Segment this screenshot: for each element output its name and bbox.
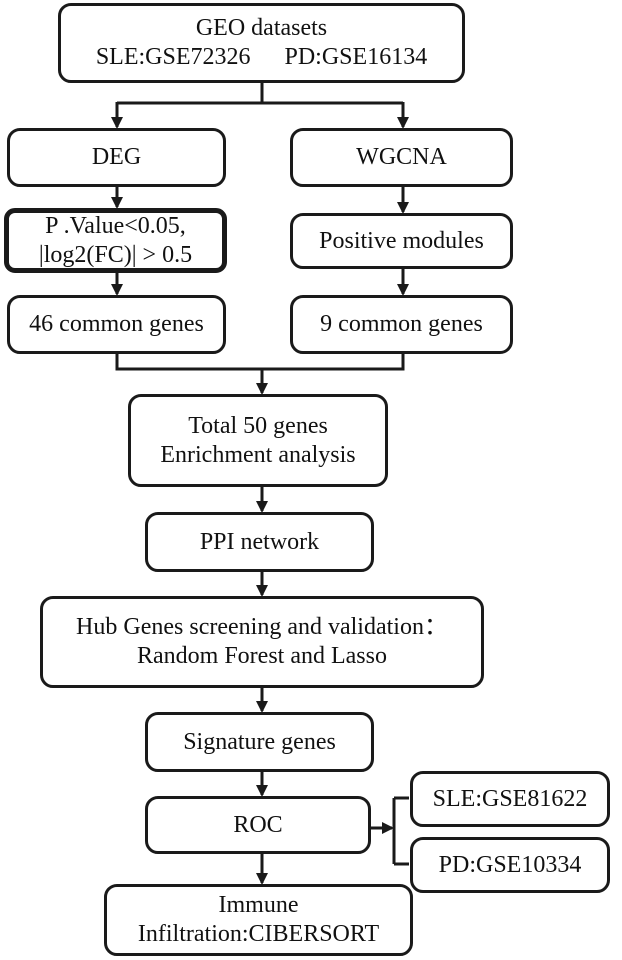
signature-genes-label: Signature genes [183, 728, 336, 755]
total-genes-label: Total 50 genes [188, 412, 328, 439]
geo-title: GEO datasets [195, 15, 328, 41]
deg-filter-pvalue: P .Value<0.05, [45, 212, 186, 239]
wgcna-box: WGCNA [290, 128, 513, 187]
ppi-network-label: PPI network [199, 528, 320, 555]
cibersort-label: Infiltration:CIBERSORT [137, 921, 380, 947]
positive-modules-box: Positive modules [290, 213, 513, 269]
validation-pd-box: PD:GSE10334 [410, 837, 610, 893]
positive-modules-label: Positive modules [319, 227, 484, 254]
signature-genes-box: Signature genes [145, 712, 374, 772]
deg-filter-logfc: |log2(FC)| > 0.5 [38, 241, 193, 268]
ppi-network-box: PPI network [145, 512, 374, 572]
connector-geo-split [117, 80, 403, 105]
geo-sle-dataset: SLE:GSE72326 [95, 44, 251, 70]
deg-box: DEG [7, 128, 226, 187]
wgcna-label: WGCNA [356, 144, 447, 170]
geo-dataset-ids: SLE:GSE72326 PD:GSE16134 [96, 43, 427, 72]
common-genes-deg-label: 46 common genes [29, 311, 204, 337]
hub-genes-label: Hub Genes screening and validation： [76, 614, 448, 640]
deg-filter-box: P .Value<0.05, |log2(FC)| > 0.5 [4, 208, 227, 273]
geo-pd-dataset: PD:GSE16134 [284, 44, 428, 70]
total-genes-box: Total 50 genes Enrichment analysis [128, 394, 388, 487]
connector-merge [115, 353, 405, 371]
immune-infiltration-box: Immune Infiltration:CIBERSORT [104, 884, 413, 956]
immune-label: Immune [218, 892, 299, 918]
validation-sle-box: SLE:GSE81622 [410, 771, 610, 827]
geo-datasets-box: GEO datasets SLE:GSE72326 PD:GSE16134 [58, 3, 465, 83]
roc-label: ROC [233, 811, 283, 838]
hub-genes-box: Hub Genes screening and validation： Rand… [40, 596, 484, 688]
deg-label: DEG [91, 144, 142, 170]
hub-methods-label: Random Forest and Lasso [137, 643, 387, 669]
validation-pd-label: PD:GSE10334 [438, 851, 582, 878]
common-genes-deg-box: 46 common genes [7, 295, 226, 354]
roc-box: ROC [145, 796, 371, 854]
common-genes-wgcna-box: 9 common genes [290, 295, 513, 354]
validation-sle-label: SLE:GSE81622 [432, 785, 588, 812]
common-genes-wgcna-label: 9 common genes [320, 311, 483, 337]
connector-validation-split [392, 796, 409, 866]
enrichment-analysis-label: Enrichment analysis [160, 441, 356, 468]
